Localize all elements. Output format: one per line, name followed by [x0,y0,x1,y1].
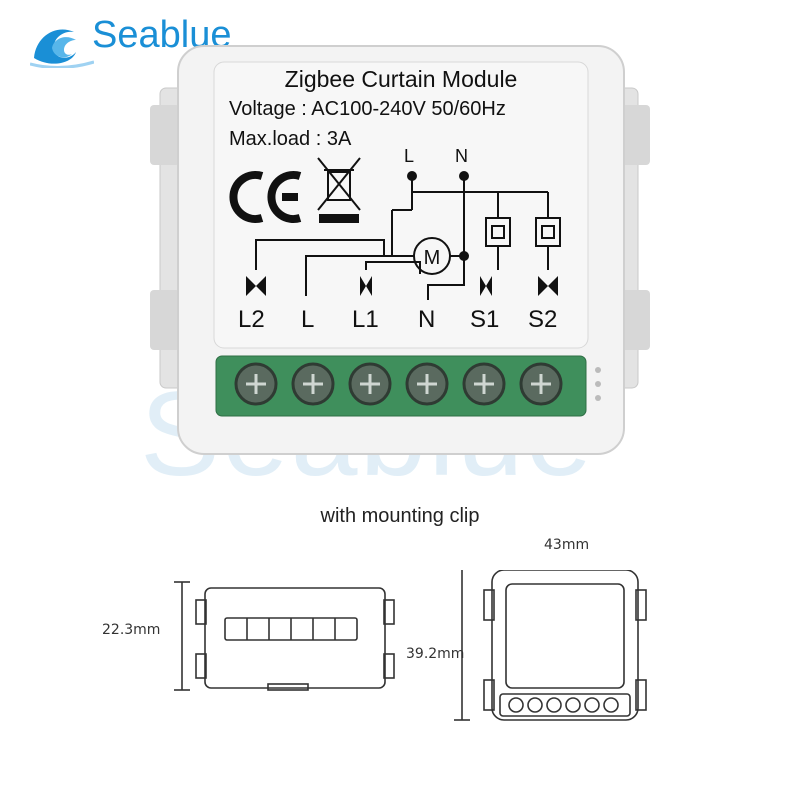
terminal-symbols [246,276,558,296]
wiring-diagram [255,171,561,300]
motor-label: M [424,247,441,269]
device-title: Zigbee Curtain Module [284,66,518,92]
dimension-front-height: 39.2mm [406,646,465,662]
top-label-l: L [404,146,415,166]
diamond-icon [360,276,372,296]
diamond-icon [480,276,492,296]
top-label-n: N [455,146,468,166]
terminal-screws [234,362,563,406]
terminal-label-l: L [301,306,315,333]
terminal-label-s2: S2 [528,306,558,333]
device-max-load: Max.load : 3A [229,128,352,150]
bowtie-icon [246,276,266,296]
dimension-side-height: 22.3mm [102,622,161,638]
terminal-label-l1: L1 [352,306,379,333]
caption: with mounting clip [320,505,480,527]
device-module: M [150,45,650,455]
dimension-front-width: 43mm [544,537,590,553]
terminal-label-n: N [418,306,436,333]
terminal-label-s1: S1 [470,306,500,333]
led-dots [595,367,601,401]
device-voltage: Voltage : AC100-240V 50/60Hz [229,98,506,120]
bowtie-icon [538,276,558,296]
ce-mark-icon [229,171,302,223]
brand-logo [30,18,250,78]
terminal-label-l2: L2 [238,306,265,333]
side-view-drawing [174,570,647,721]
wave-logo-icon [30,29,94,68]
weee-bin-icon [317,157,361,223]
